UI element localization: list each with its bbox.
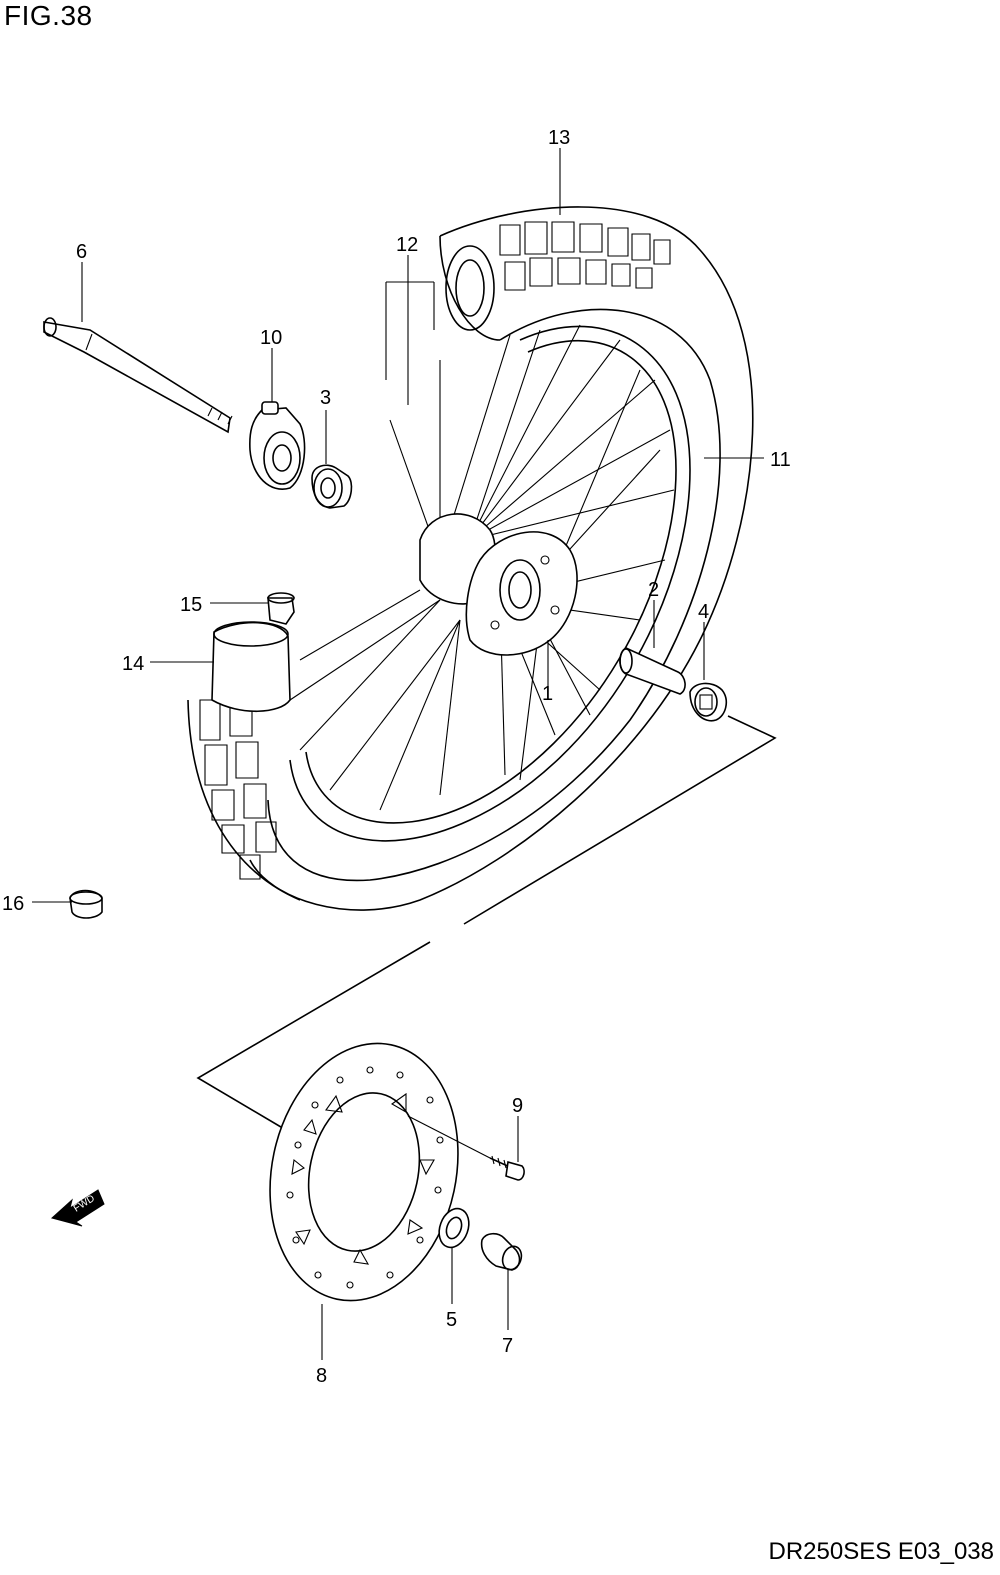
callout-14: 14 [122, 653, 144, 675]
figure-title: FIG.38 [4, 0, 93, 31]
spacer-2-part[interactable] [619, 647, 686, 695]
bolt-part[interactable] [407, 1115, 525, 1181]
bearing-4-part[interactable] [689, 682, 728, 722]
callout-12: 12 [396, 234, 418, 256]
brake-disc-part[interactable] [247, 1026, 481, 1319]
callout-11: 11 [770, 449, 791, 471]
callout-3: 3 [320, 387, 331, 409]
valve-cap-part[interactable] [267, 592, 295, 625]
callout-9: 9 [512, 1095, 523, 1117]
assembly-outline [196, 715, 777, 1131]
hub-part[interactable] [419, 513, 578, 656]
fwd-direction-arrow: FWD [50, 1189, 105, 1227]
callout-10: 10 [260, 327, 282, 349]
axle-part[interactable] [43, 317, 233, 434]
bearing-3-part[interactable] [311, 464, 353, 509]
spokes-part[interactable] [289, 324, 675, 811]
spacer-7-part[interactable] [480, 1232, 525, 1273]
callout-7: 7 [502, 1335, 513, 1357]
tube-part[interactable] [211, 621, 291, 713]
callout-5: 5 [446, 1309, 457, 1331]
seal-part[interactable] [434, 1204, 474, 1251]
callout-6: 6 [76, 241, 87, 263]
callout-15: 15 [180, 594, 202, 616]
gearbox-part[interactable] [249, 401, 306, 490]
cap-part[interactable] [69, 889, 103, 919]
tire-part[interactable] [187, 206, 754, 911]
callout-1: 1 [542, 683, 553, 705]
callout-13: 13 [548, 127, 570, 149]
callout-16: 16 [2, 893, 24, 915]
callout-2: 2 [648, 579, 659, 601]
callout-8: 8 [316, 1365, 327, 1387]
leader-lines [32, 148, 764, 1360]
callout-labels: 13 12 6 10 3 11 2 4 15 14 1 16 9 5 7 8 [2, 127, 791, 1387]
callout-4: 4 [698, 601, 709, 623]
diagram-code: DR250SES E03_038 [768, 1538, 995, 1565]
